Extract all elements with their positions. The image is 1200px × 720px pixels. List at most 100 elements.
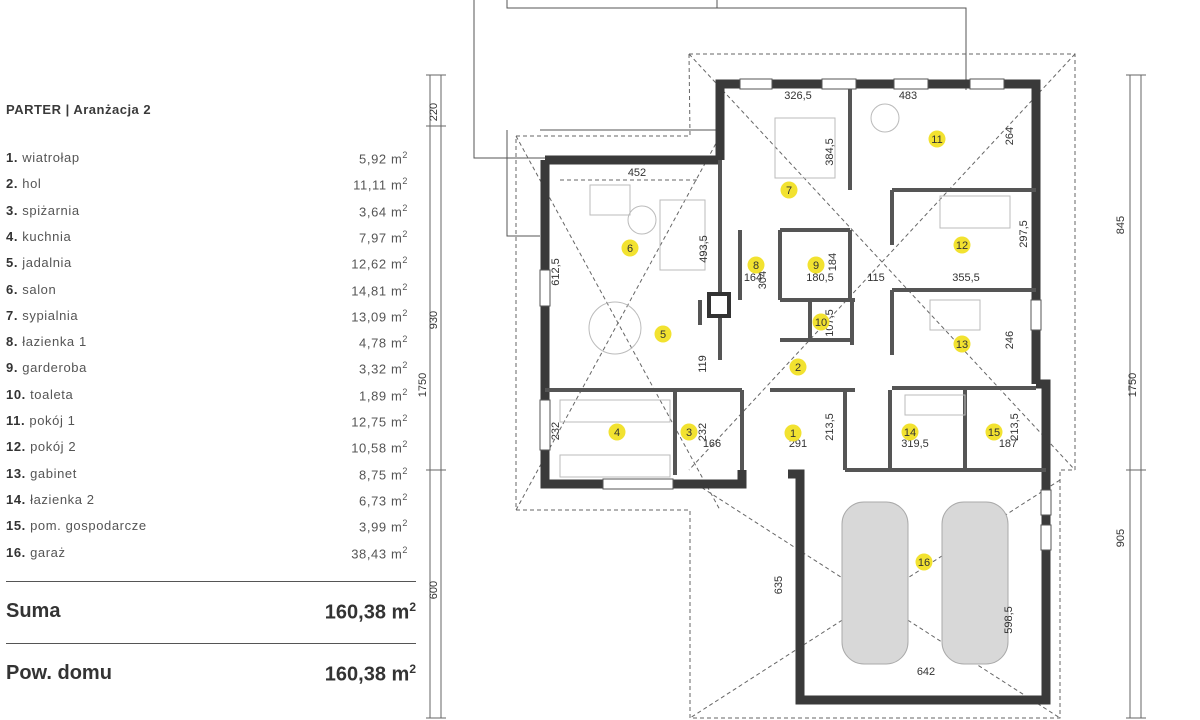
side-dimension-label: 930 <box>428 311 440 329</box>
badge-number: 14 <box>904 427 916 439</box>
room-badge: 7 <box>780 181 798 199</box>
badge-circle <box>915 553 933 571</box>
dimension-label: 180,5 <box>806 272 834 284</box>
room-number: 12. <box>6 439 26 455</box>
badge-circle <box>789 358 807 376</box>
room-row: 7. sypialnia 13,09 m2 <box>6 308 408 328</box>
badge-circle <box>621 239 639 257</box>
room-area: 3,32 m2 <box>359 360 408 377</box>
room-badge: 14 <box>901 423 919 441</box>
room-number: 2. <box>6 176 19 192</box>
divider <box>6 581 416 582</box>
room-name: pokój 2 <box>30 439 77 455</box>
room-name: wiatrołap <box>22 150 80 165</box>
room-name: łazienka 1 <box>22 334 87 350</box>
room-name: jadalnia <box>22 255 72 271</box>
room-name: pom. gospodarcze <box>30 518 147 534</box>
room-badge: 9 <box>807 256 825 274</box>
side-dimension-label: 845 <box>1115 216 1127 234</box>
room-area: 11,11 m2 <box>353 176 408 193</box>
room-name: pokój 1 <box>29 413 76 428</box>
room-badge: 5 <box>654 325 672 343</box>
dimension-label: 119 <box>697 355 709 373</box>
room-number: 7. <box>6 307 19 323</box>
side-dimension-label: 600 <box>428 581 440 599</box>
side-dimension-label: 905 <box>1115 529 1127 547</box>
interior-walls <box>545 88 1046 475</box>
room-area: 6,73 m2 <box>359 491 408 509</box>
sum-value: 160,38 m2 <box>324 600 416 624</box>
dimension-label: 452 <box>628 167 646 179</box>
room-badge: 4 <box>608 423 626 441</box>
roof-outline <box>473 0 967 237</box>
badge-number: 13 <box>956 339 968 351</box>
room-area: 13,09 m2 <box>351 307 408 325</box>
dimension-label: 319,5 <box>901 438 929 450</box>
side-dimension-lines <box>426 74 1146 719</box>
badge-circle <box>680 423 698 441</box>
room-badge: 2 <box>789 358 807 376</box>
room-name: gabinet <box>30 465 77 481</box>
dimension-label: 612,5 <box>550 258 562 286</box>
dimension-label: 384,5 <box>824 138 836 166</box>
badge-circle <box>953 335 971 353</box>
house-area-row: Pow. domu 160,38 m2 <box>6 662 416 686</box>
room-area: 38,43 m2 <box>351 544 408 561</box>
badge-circle <box>784 424 802 442</box>
dimension-label: 187 <box>999 438 1017 450</box>
badge-circle <box>608 423 626 441</box>
windows <box>539 78 1052 551</box>
badge-number: 7 <box>786 185 792 197</box>
room-name: toaleta <box>30 386 74 402</box>
floor-title: PARTER | Aranżacja 2 <box>6 102 152 117</box>
dimension-label: 635 <box>773 576 785 594</box>
house-area-label: Pow. domu <box>6 662 112 684</box>
badge-number: 2 <box>795 362 801 374</box>
badge-number: 10 <box>815 317 827 329</box>
dimension-label: 297,5 <box>1018 220 1030 248</box>
room-number: 9. <box>6 360 19 376</box>
room-name: garderoba <box>22 360 87 376</box>
badge-circle <box>928 130 946 148</box>
room-number: 13. <box>6 465 26 481</box>
badge-number: 3 <box>686 427 692 439</box>
dimension-label: 213,5 <box>1009 413 1021 441</box>
room-badge: 12 <box>953 236 971 254</box>
badge-number: 8 <box>753 260 759 272</box>
sum-row: Suma 160,38 m2 <box>6 600 416 624</box>
room-number: 1. <box>6 150 19 165</box>
room-name: sypialnia <box>22 307 79 323</box>
room-area: 4,78 m2 <box>359 334 408 351</box>
badge-circle <box>780 181 798 199</box>
room-badge: 13 <box>953 335 971 353</box>
room-badge: 6 <box>621 239 639 257</box>
badge-circle <box>901 423 919 441</box>
dimension-label: 598,5 <box>1003 606 1015 634</box>
badge-circle <box>747 256 765 274</box>
room-name: salon <box>22 281 57 297</box>
dimension-label: 232 <box>697 423 709 441</box>
dimension-label: 642 <box>917 666 935 678</box>
room-number: 4. <box>6 228 19 244</box>
dimension-label: 164 <box>744 272 762 284</box>
badge-number: 15 <box>988 427 1000 439</box>
badge-circle <box>812 313 830 331</box>
room-badge: 3 <box>680 423 698 441</box>
badge-number: 5 <box>660 329 666 341</box>
room-area: 3,99 m2 <box>359 518 408 535</box>
badge-circle <box>985 423 1003 441</box>
room-row: 9. garderoba 3,32 m2 <box>6 360 408 380</box>
fireplace <box>707 292 731 318</box>
dimension-label: 326,5 <box>784 90 812 102</box>
divider <box>6 643 416 644</box>
room-number: 14. <box>6 491 26 507</box>
room-number: 3. <box>6 202 19 218</box>
room-badge: 8 <box>747 256 765 274</box>
